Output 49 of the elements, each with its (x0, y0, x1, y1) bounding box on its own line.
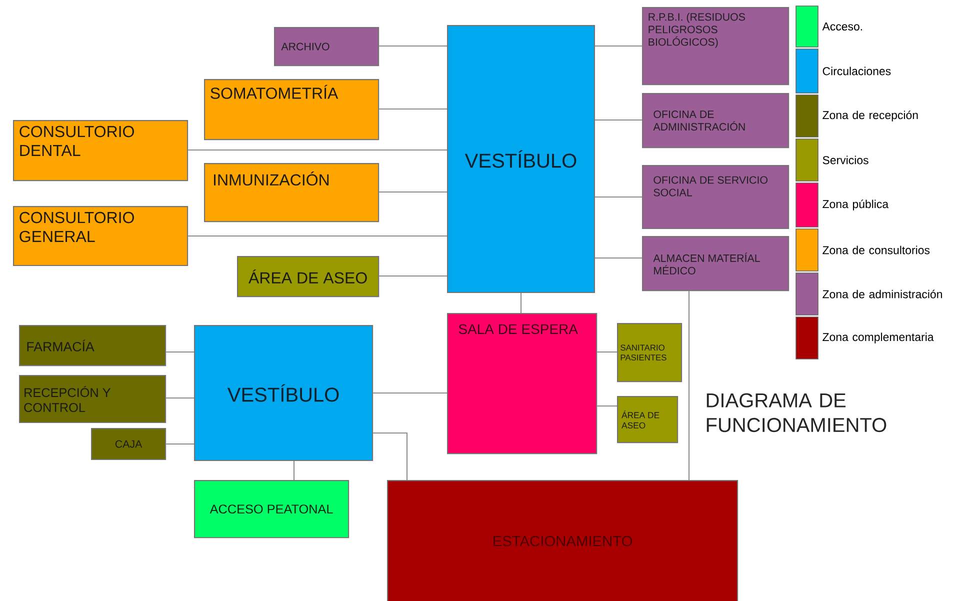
connector-line (379, 45, 447, 47)
zone-box: R.P.B.I. (RESIDUOS PELIGROSOS BIOLÓGICOS) (642, 7, 790, 86)
connector-line (373, 432, 408, 480)
zone-box: CONSULTORIO GENERAL (13, 206, 188, 266)
zone-box: OFICINA DE ADMINISTRACIÓN (642, 93, 790, 148)
connector-line (188, 235, 447, 237)
connector-line (595, 45, 642, 47)
legend-label: Zona pública (822, 200, 889, 210)
zone-box: SOMATOMETRÍA (204, 79, 380, 140)
connector-line (595, 196, 642, 198)
connector-line (595, 257, 642, 259)
zone-box: VESTÍBULO (194, 325, 374, 461)
title: DIAGRAMA DE FUNCIONAMIENTO (706, 393, 886, 432)
zone-box: ALMACEN MATERÍAL MÉDICO (642, 236, 790, 292)
zone-box: ARCHIVO (274, 27, 380, 66)
zone-box: SALA DE ESPERA (447, 313, 598, 454)
connector-line (688, 291, 690, 480)
legend-label: Circulaciones (822, 66, 891, 76)
connector-line (597, 405, 617, 407)
zone-box: OFICINA DE SERVICIO SOCIAL (642, 165, 790, 229)
zone-box: RECEPCIÓN Y CONTROL (19, 375, 166, 423)
connector-line (520, 293, 522, 313)
connector-line (166, 397, 194, 399)
connector-line (379, 275, 447, 277)
zone-box: SANITARIO PASIENTES (617, 323, 682, 382)
legend-label: Acceso. (822, 22, 862, 30)
connector-line (188, 149, 447, 151)
zone-box: ESTACIONAMIENTO (387, 480, 738, 601)
connector-line (379, 191, 447, 193)
zone-box: ÁREA DE ASEO (617, 396, 678, 444)
connector-line (379, 108, 447, 110)
connector-line (293, 461, 295, 480)
connector-line (166, 351, 194, 353)
zone-box: CONSULTORIO DENTAL (13, 120, 188, 182)
zone-box: VESTÍBULO (447, 25, 595, 293)
legend-label: Zona de administración (822, 290, 942, 298)
connector-line (373, 392, 447, 394)
zone-box: ACCESO PEATONAL (194, 480, 350, 538)
legend-label: Zona de recepción (822, 110, 918, 122)
zone-box: CAJA (91, 428, 166, 460)
connector-line (595, 119, 642, 121)
zone-box: FARMACÍA (19, 325, 166, 366)
legend-label: Zona complementaria (822, 332, 934, 344)
legend-label: Servicios (822, 156, 868, 164)
connector-line (597, 351, 617, 353)
zone-box: INMUNIZACIÓN (204, 163, 380, 222)
legend-label: Zona de consultorios (822, 246, 930, 254)
zone-box: ÁREA DE ASEO (237, 256, 380, 298)
connector-line (166, 443, 194, 445)
